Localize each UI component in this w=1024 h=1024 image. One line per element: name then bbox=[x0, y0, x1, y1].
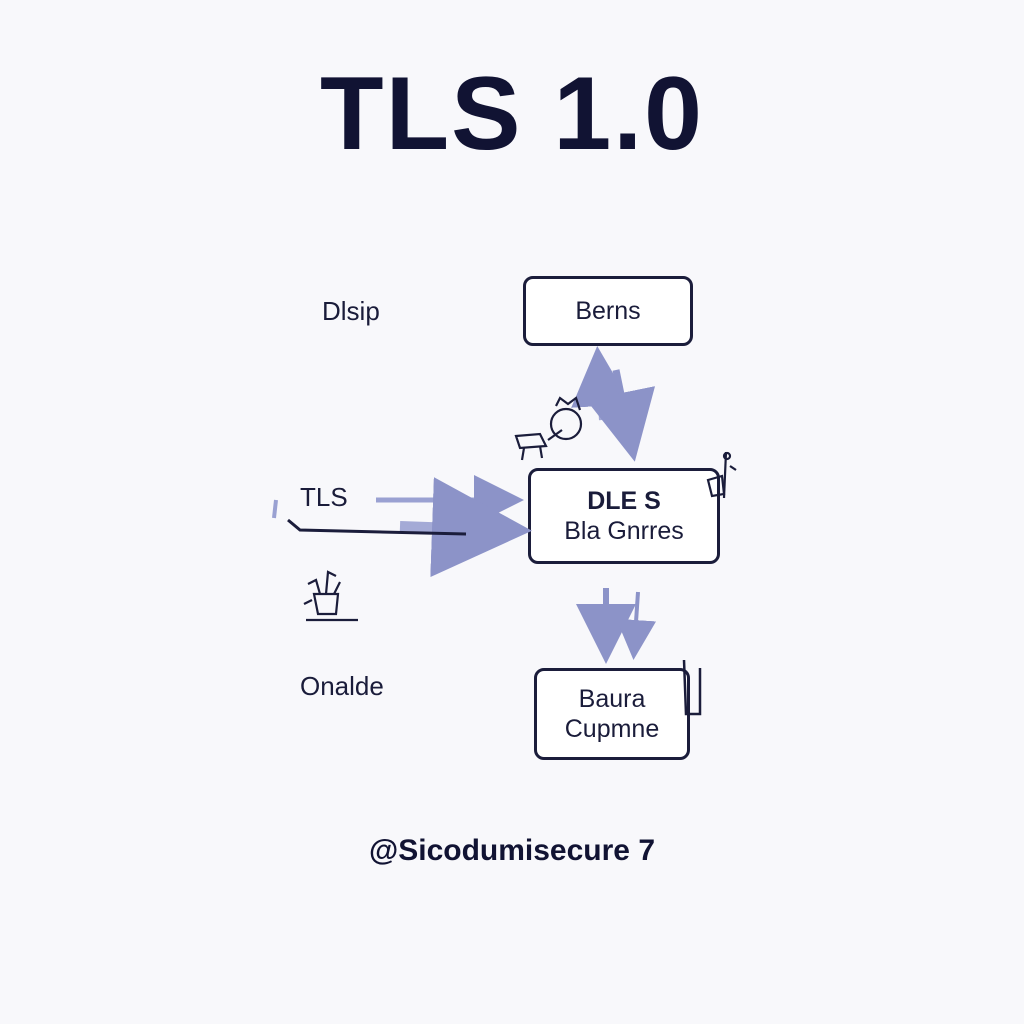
plant-pot-icon bbox=[303, 570, 358, 622]
box-top: Berns bbox=[523, 276, 693, 346]
label-bottom-left: Onalde bbox=[300, 671, 384, 701]
tls-bracket-tick bbox=[272, 499, 278, 519]
user-at-laptop-icon bbox=[514, 396, 583, 461]
bottom-box-tab bbox=[682, 659, 702, 716]
tls-bracket-line bbox=[287, 518, 467, 536]
footer-handle: @Sicodumisecure 7 bbox=[368, 834, 656, 867]
box-middle-line2: Bla Gnrres bbox=[564, 517, 684, 545]
box-bottom-line2: Cupmne bbox=[564, 715, 660, 743]
label-top-left: Dlsip bbox=[322, 296, 380, 326]
box-bottom: Baura Cupmne bbox=[534, 668, 690, 760]
box-middle: DLE S Bla Gnrres bbox=[528, 468, 720, 564]
box-bottom-line1: Baura bbox=[578, 685, 646, 713]
diagram-title: TLS 1.0 bbox=[320, 56, 704, 172]
arrow-top-to-middle bbox=[586, 369, 656, 462]
person-pin-icon bbox=[706, 451, 737, 499]
label-middle-left: TLS bbox=[300, 482, 348, 512]
box-top-line1: Berns bbox=[575, 297, 641, 325]
arrow-middle-to-top bbox=[571, 346, 632, 421]
box-middle-line1: DLE S bbox=[587, 487, 661, 515]
arrow-tls-to-middle-lower bbox=[399, 477, 532, 578]
arrow-middle-to-bottom-right bbox=[616, 591, 657, 660]
